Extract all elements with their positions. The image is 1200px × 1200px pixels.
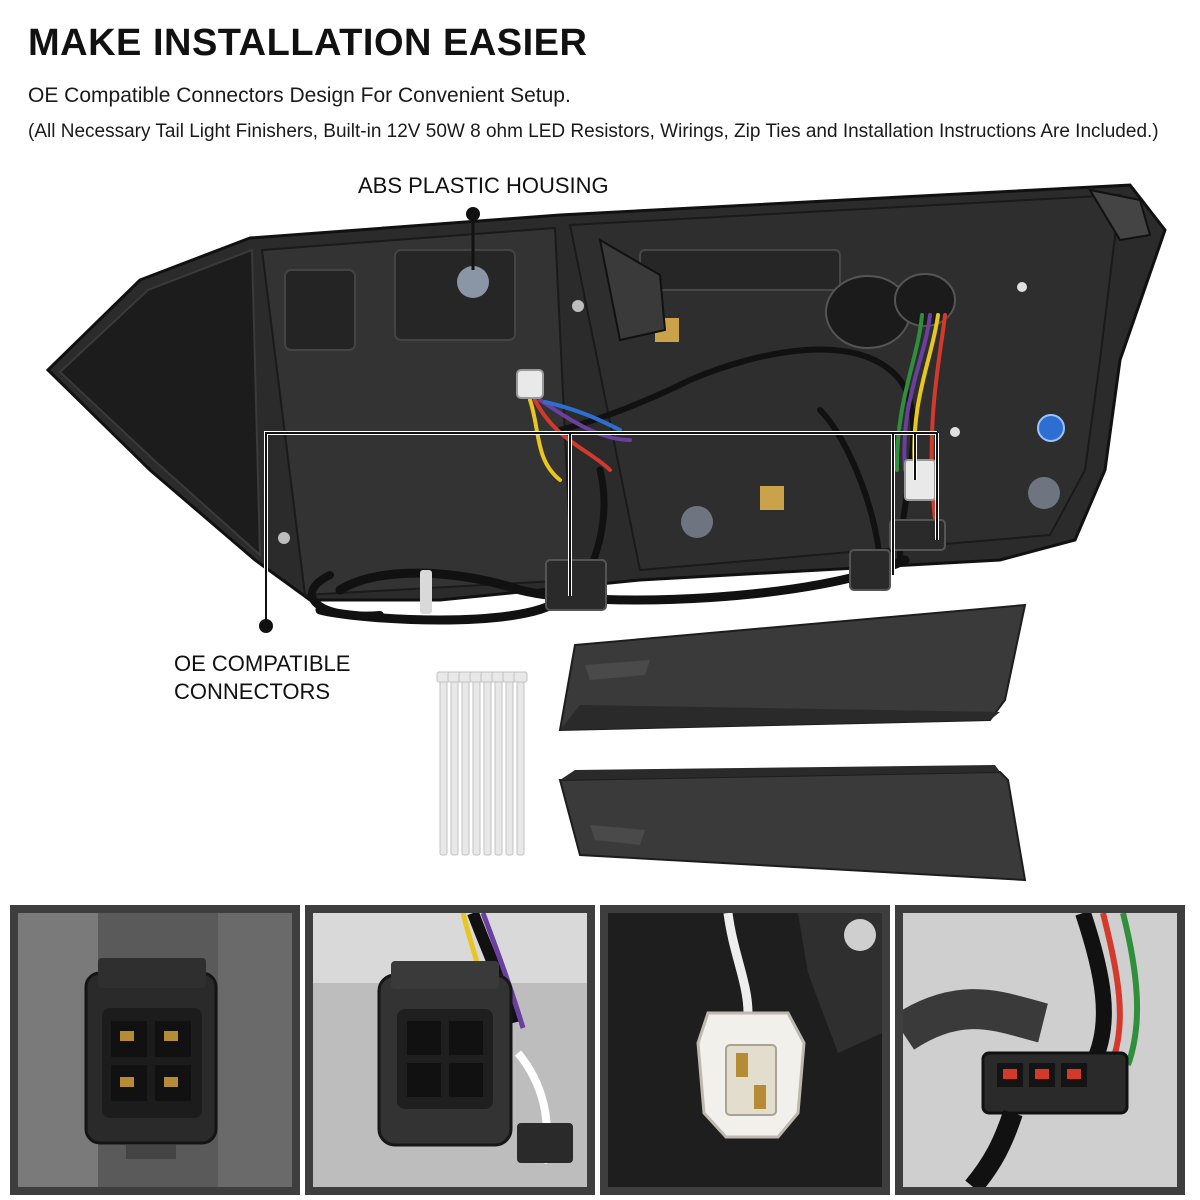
callout-abs-plastic-housing: ABS PLASTIC HOUSING — [358, 173, 609, 198]
thumbnail-four-pin-connector-front — [10, 905, 300, 1195]
zip-ties — [436, 671, 528, 856]
callout-oe-line1: OE COMPATIBLE — [174, 651, 351, 676]
resistor-connector-icon — [903, 913, 1177, 1187]
callout-oe-line2: CONNECTORS — [174, 679, 331, 704]
four-pin-connector-icon — [18, 913, 292, 1187]
tail-light-finishers — [558, 603, 1027, 882]
thumbnail-white-two-pin-connector — [600, 905, 890, 1195]
angled-connector-icon — [313, 913, 587, 1187]
callout-lines — [259, 207, 939, 633]
headline: MAKE INSTALLATION EASIER — [28, 22, 588, 64]
thumbnail-four-pin-connector-angled — [305, 905, 595, 1195]
wiring-harness — [307, 313, 947, 625]
tail-light-housing — [45, 183, 1167, 602]
thumbnail-three-pin-resistor-connector — [895, 905, 1185, 1195]
included-items-note: (All Necessary Tail Light Finishers, Bui… — [28, 121, 1159, 142]
callout-oe-compatible-connectors: OE COMPATIBLE CONNECTORS — [174, 650, 414, 706]
subheadline: OE Compatible Connectors Design For Conv… — [28, 84, 571, 107]
white-connector-icon — [608, 913, 882, 1187]
